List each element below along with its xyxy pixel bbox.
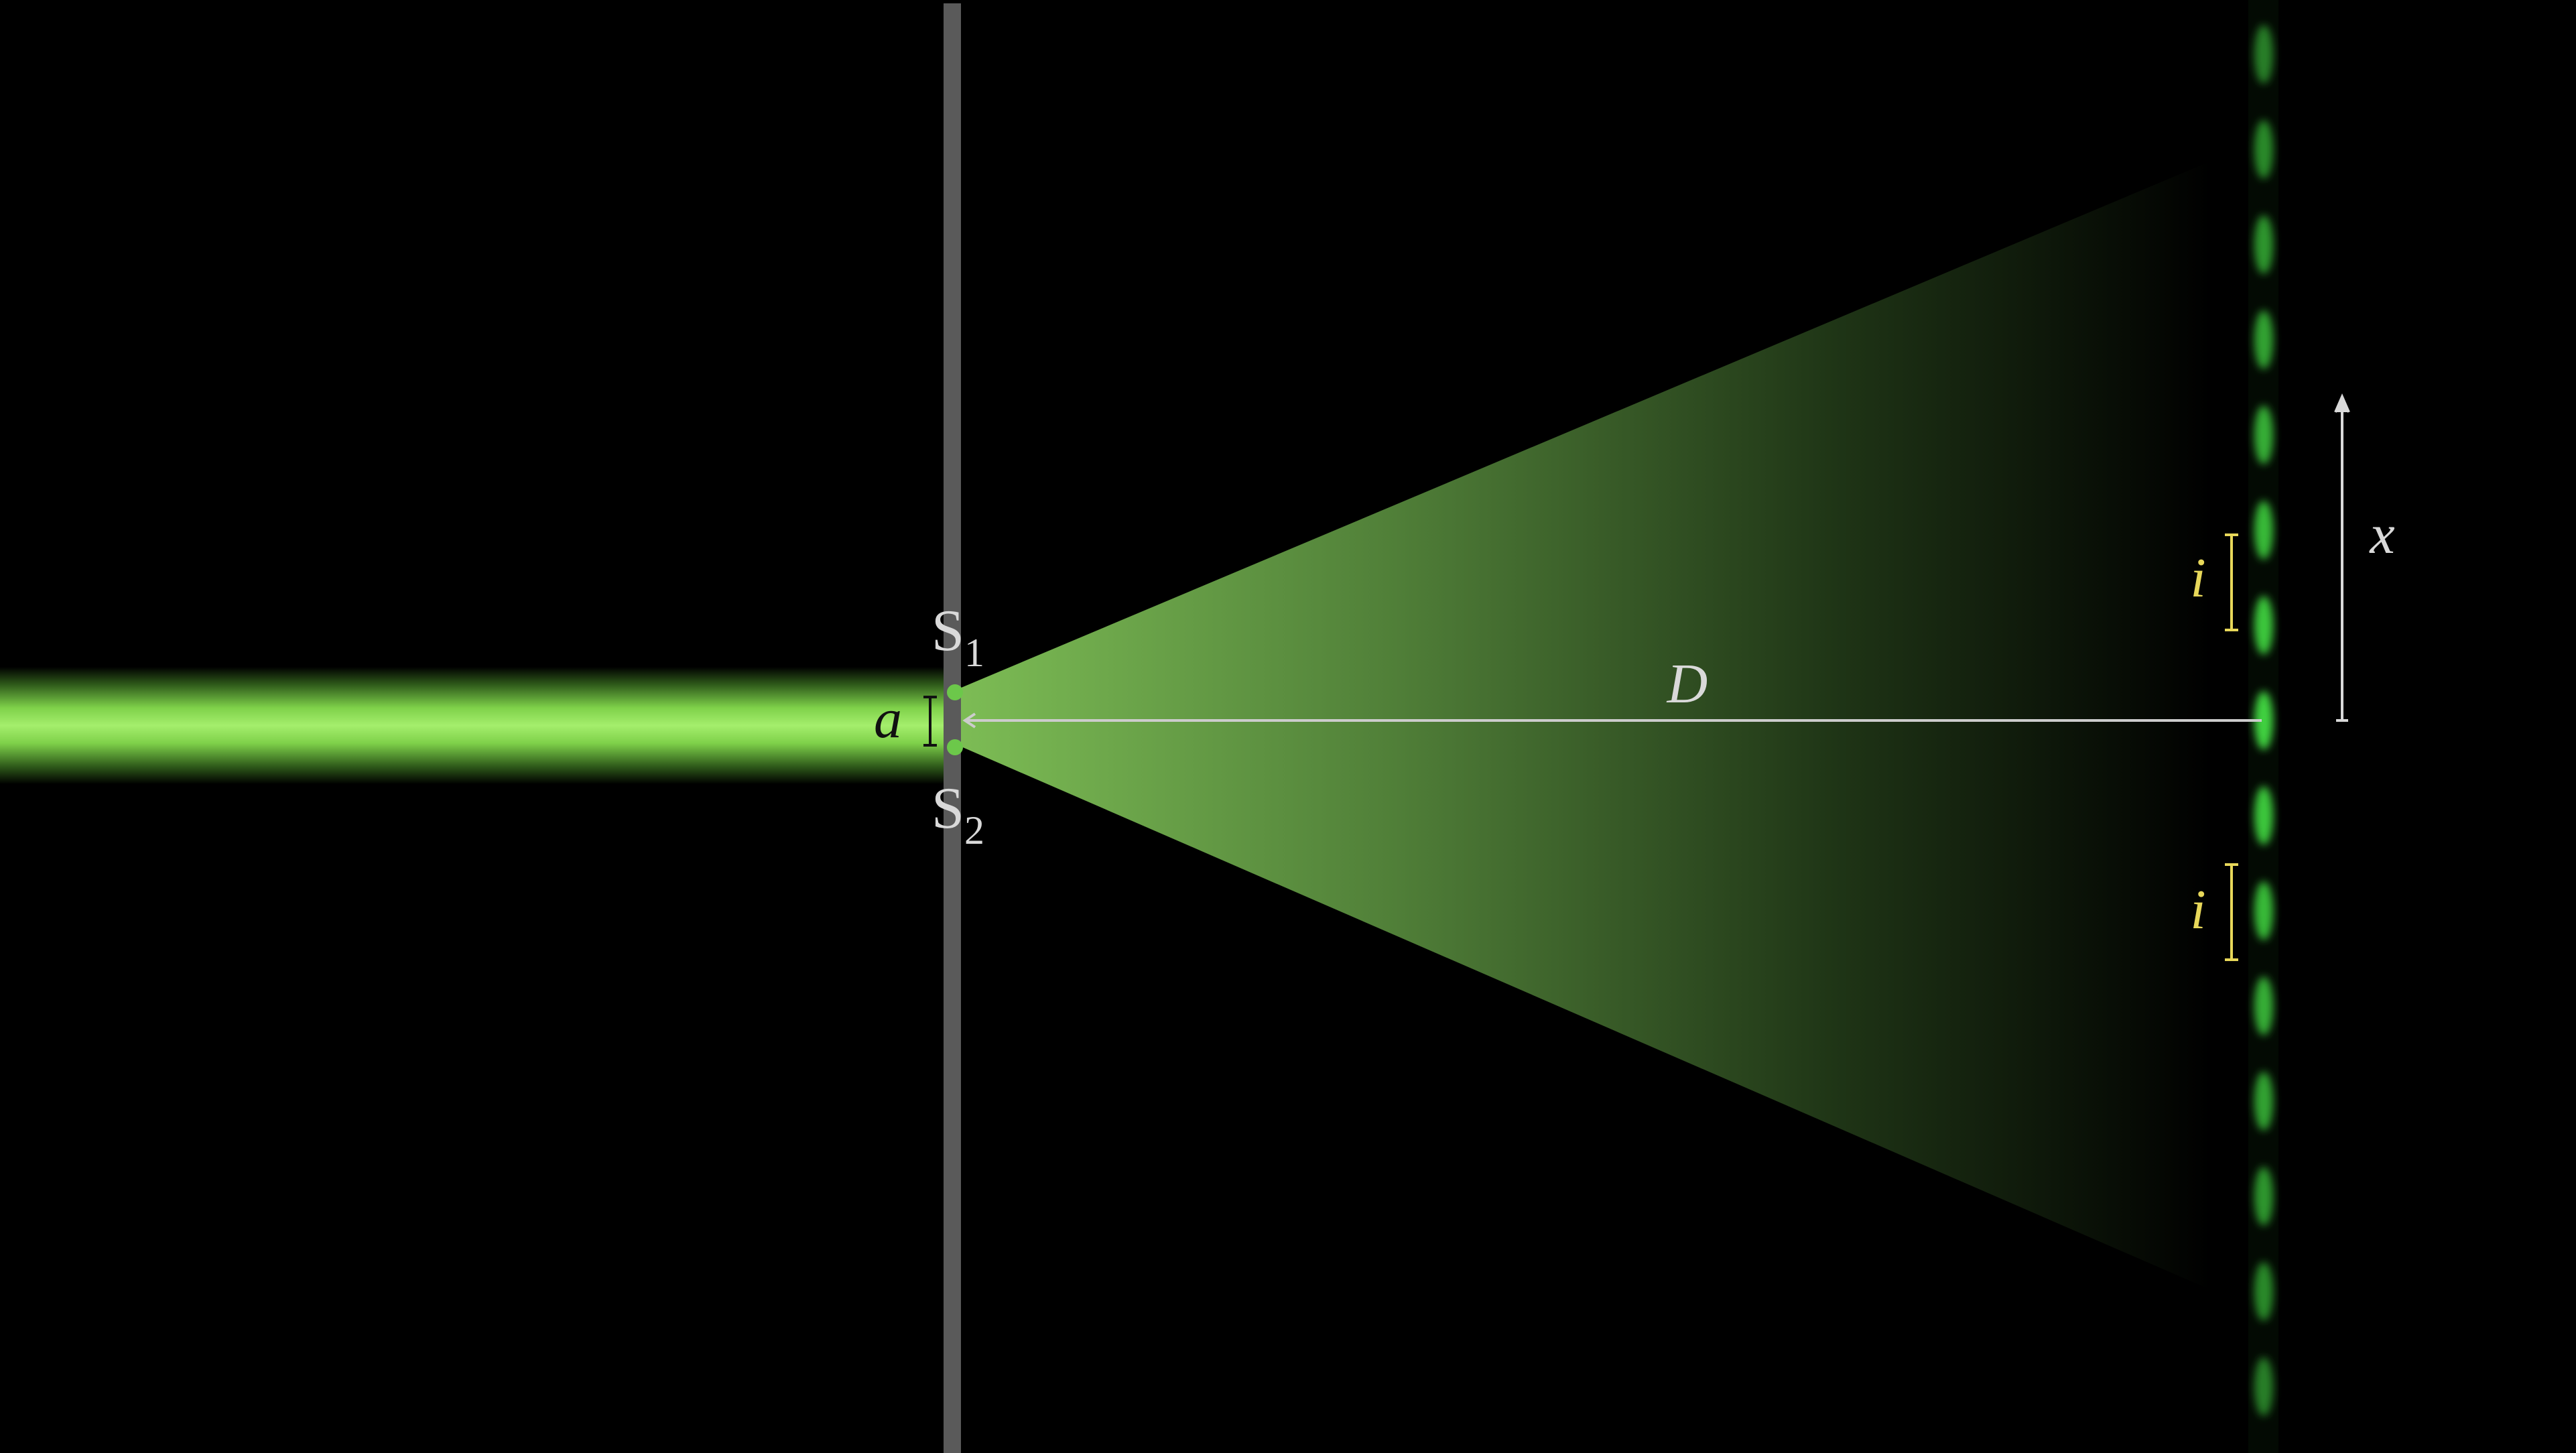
slit-s1-label: S1 [931,598,984,675]
bright-fringe [2254,120,2273,179]
bright-fringe [2254,405,2273,464]
bright-fringe [2254,691,2273,750]
incident-light-beam [0,667,955,784]
position-x-label: x [2368,503,2394,566]
bright-fringe [2254,1072,2273,1131]
bright-fringe [2254,25,2273,84]
position-x-arrow [2334,393,2350,722]
interference-light-cone [955,161,2211,1290]
bright-fringe [2254,881,2273,940]
bright-fringe [2254,786,2273,845]
slit-s2-point [947,739,963,755]
distance-d-line [962,712,2262,729]
fringe-spacing-lower-label: i [2190,879,2205,941]
slit-s2-label: S2 [931,776,984,852]
slit-plate [944,3,961,1453]
fringe-spacing-upper-label: i [2190,547,2205,609]
fringe-spacing-lower-bracket [2225,863,2238,961]
bright-fringe [2254,1262,2273,1321]
bright-fringe [2254,976,2273,1035]
slit-s1-point [947,684,963,700]
bright-fringe [2254,501,2273,560]
distance-d-label: D [1667,653,1708,715]
bright-fringe [2254,1357,2273,1416]
bright-fringe [2254,215,2273,274]
interference-fringes [2254,25,2273,1416]
bright-fringe [2254,596,2273,655]
bright-fringe [2254,1167,2273,1226]
slit-separation-label: a [874,688,902,750]
bright-fringe [2254,310,2273,369]
slit-separation-bracket [923,696,937,747]
fringe-spacing-upper-bracket [2225,533,2238,631]
